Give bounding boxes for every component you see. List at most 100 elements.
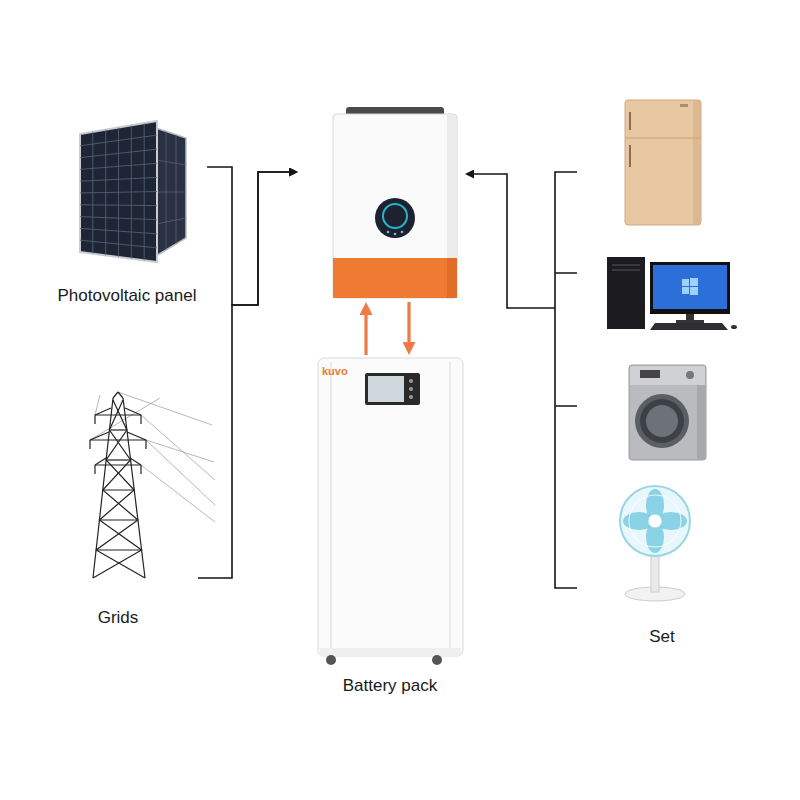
battery-pack-picture-part xyxy=(365,373,420,405)
appliance-bracket xyxy=(555,172,577,588)
power-tower-picture-part-part xyxy=(90,439,146,440)
solar-panel-picture-part xyxy=(80,121,157,262)
washing-machine-picture-part xyxy=(630,366,705,385)
connector-arrow xyxy=(472,174,555,308)
fridge-picture-part xyxy=(629,112,631,130)
power-tower-picture-part-part xyxy=(125,408,141,415)
solar-panel-picture-part-part xyxy=(80,192,157,194)
inverter-picture-part xyxy=(394,233,397,236)
inverter-node xyxy=(298,105,465,302)
appliance-bracket-part xyxy=(555,172,577,588)
power-tower-picture-part-part xyxy=(96,400,145,578)
battery-pack-picture-part xyxy=(320,648,461,656)
computer-picture-part xyxy=(650,323,728,330)
inverter-picture-part xyxy=(447,115,456,258)
power-tower-picture-part-part xyxy=(106,459,131,460)
computer-picture-part xyxy=(690,287,698,295)
computer-picture-part xyxy=(653,265,727,309)
power-tower-picture-part-part xyxy=(109,429,127,430)
solar-panel-picture-part-part xyxy=(80,177,157,181)
washing-machine-picture-part xyxy=(629,365,706,460)
power-tower-picture-part-part xyxy=(130,458,141,465)
power-tower-picture-part-part xyxy=(89,440,90,449)
computer-picture-part xyxy=(690,278,698,286)
washing-machine-picture-part xyxy=(640,399,684,443)
solar-panel-picture-part xyxy=(156,160,186,165)
power-tower-picture-part-part xyxy=(141,465,215,522)
brand-logo: kuvo xyxy=(322,366,348,377)
power-tower-picture-part-part xyxy=(99,519,137,520)
solar-panel-picture-part-part xyxy=(80,240,157,248)
power-tower-picture-part-part xyxy=(95,458,106,465)
inverter-picture-part xyxy=(375,198,415,238)
inverter-picture xyxy=(333,107,457,298)
washing-machine-picture xyxy=(629,365,706,460)
battery-pack-picture-part xyxy=(409,395,413,399)
fan-picture-part xyxy=(651,552,659,592)
connector-arrow xyxy=(407,302,410,345)
inverter-picture-part xyxy=(333,114,457,298)
power-tower-picture-part-part xyxy=(95,414,141,415)
solar-panel-picture xyxy=(80,121,186,262)
power-tower-picture-part-part xyxy=(103,489,134,490)
computer-picture-part xyxy=(682,287,689,294)
computer-picture-part xyxy=(682,279,689,286)
node-label: Set xyxy=(649,627,675,647)
battery-pack-picture-part xyxy=(330,362,332,650)
grid-node: Grids xyxy=(38,385,198,635)
solar-panel-picture-part xyxy=(156,192,186,193)
washing-machine-picture-part xyxy=(640,370,660,378)
battery-pack-picture-part xyxy=(326,655,336,665)
appliance-set-node: Set xyxy=(555,95,769,655)
solar-panel-picture-part-part xyxy=(80,149,157,157)
power-tower-picture-part-part xyxy=(90,432,109,440)
power-tower-picture-part-part xyxy=(123,398,145,578)
computer-picture-part xyxy=(676,320,704,323)
power-tower-picture-part-part xyxy=(127,432,146,440)
power-tower-picture-part-part xyxy=(95,464,141,465)
solar-panel-picture-part xyxy=(156,218,186,224)
battery-node: kuvoBattery pack xyxy=(300,355,480,700)
power-tower-picture-part-part xyxy=(145,440,146,449)
computer-picture-part xyxy=(612,265,640,266)
power-tower-picture-part-part xyxy=(118,392,123,398)
inverter-picture-part xyxy=(387,231,390,234)
solar-panel-picture-part-part xyxy=(80,228,157,233)
battery-pack-picture-part xyxy=(432,655,442,665)
power-tower-picture-part-part xyxy=(140,465,141,474)
pv-panel-node: Photovoltaic panel xyxy=(47,110,207,310)
power-tower-picture-part-part xyxy=(140,415,141,424)
battery-pack-picture-part xyxy=(409,387,413,391)
battery-pack-picture-part xyxy=(368,376,404,402)
inverter-picture-part xyxy=(447,258,457,298)
battery-pack-picture xyxy=(318,358,463,665)
power-tower-picture-part-part xyxy=(94,465,95,474)
solar-panel-picture-part-part xyxy=(80,217,157,220)
battery-pack-picture-part xyxy=(318,358,463,656)
washing-machine-picture-part xyxy=(635,394,689,448)
solar-panel-picture-part xyxy=(176,135,177,244)
inverter-picture-part xyxy=(333,258,457,298)
battery-pack-picture-part xyxy=(449,362,451,650)
node-label: Battery pack xyxy=(343,676,438,696)
fan-picture-part xyxy=(629,495,681,547)
connector-arrow xyxy=(207,167,291,305)
power-tower-picture-part-part xyxy=(146,440,214,462)
solar-panel-picture-part xyxy=(166,131,167,250)
washing-machine-picture-part xyxy=(686,371,694,379)
power-tower-picture-part-part xyxy=(95,408,111,415)
power-tower-picture xyxy=(90,392,215,578)
fridge-picture-part xyxy=(680,104,688,107)
power-tower-picture-part-part xyxy=(94,415,95,424)
fridge-picture-part xyxy=(693,101,700,224)
power-tower-picture-part-part xyxy=(118,392,212,425)
computer-picture xyxy=(607,257,737,330)
connector-arrow xyxy=(364,312,367,355)
computer-picture-part xyxy=(650,262,730,314)
power-tower-picture-part xyxy=(90,392,146,578)
washing-machine-picture-part xyxy=(646,405,678,437)
fridge-picture xyxy=(625,100,701,225)
fridge-picture-part xyxy=(625,100,701,225)
fan-picture-part xyxy=(620,486,690,556)
